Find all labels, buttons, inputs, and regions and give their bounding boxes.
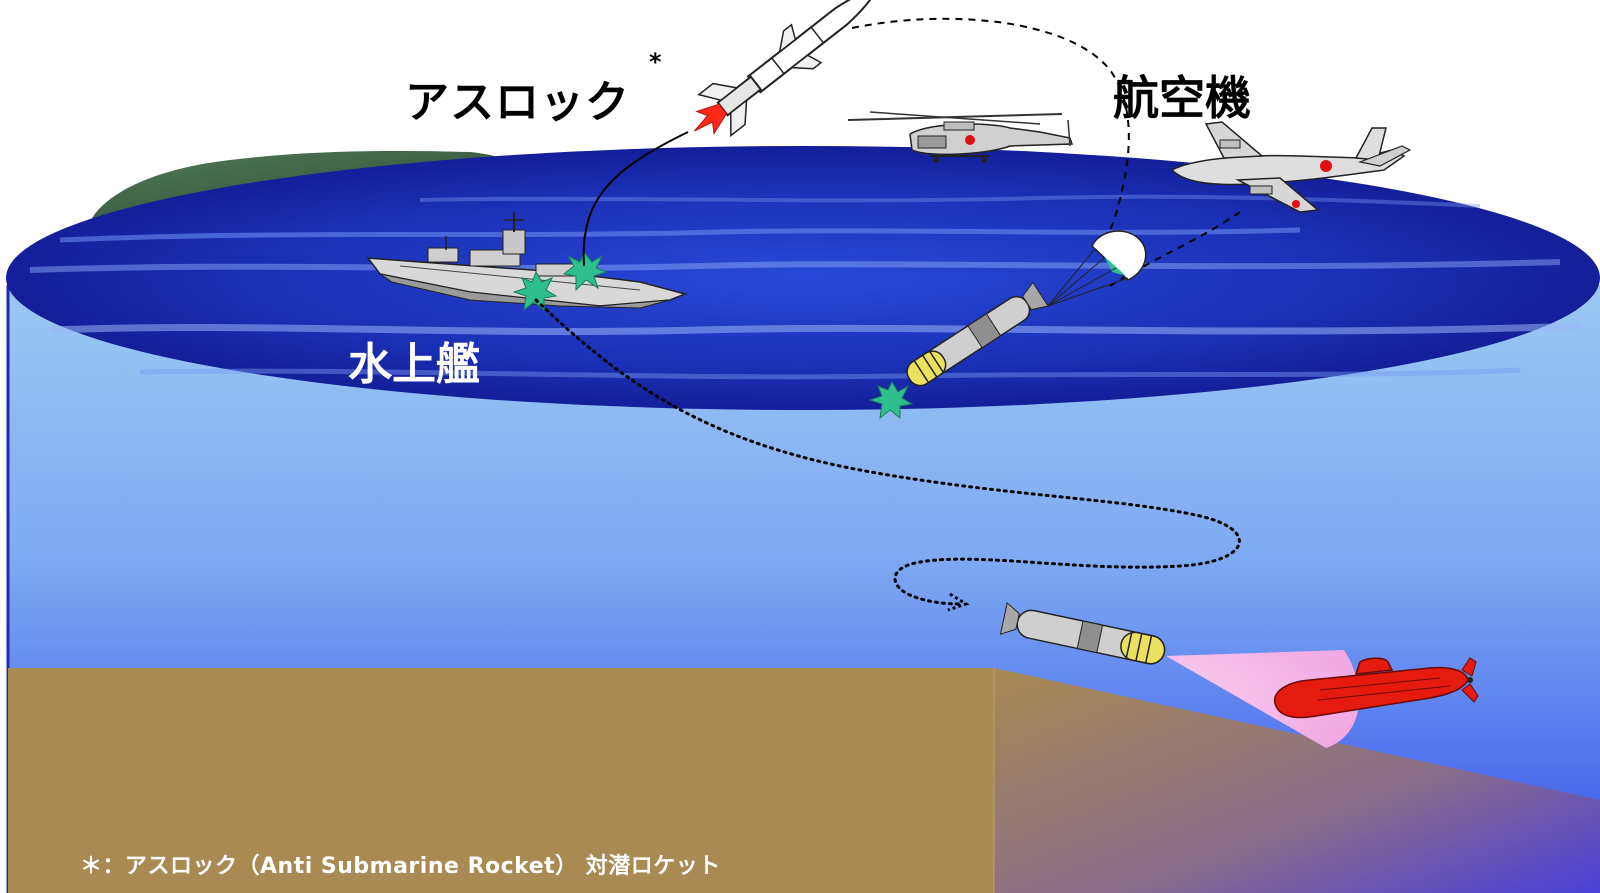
parachute-icon xyxy=(1047,230,1147,307)
submarine-icon xyxy=(1273,657,1479,719)
asroc-footnote-marker: * xyxy=(649,48,662,76)
torpedo-icon xyxy=(906,281,1049,387)
torpedo-path xyxy=(534,298,1241,606)
patrol-aircraft-icon xyxy=(1170,121,1412,213)
seabed xyxy=(8,668,1600,893)
sonar-cone xyxy=(1166,650,1360,748)
asroc-rocket-icon xyxy=(693,0,882,138)
homing-torpedo-icon xyxy=(999,601,1166,665)
asroc-label: アスロック xyxy=(405,77,630,128)
sea-surface xyxy=(6,146,1600,410)
helicopter-icon xyxy=(847,111,1074,163)
surface-ship-label: 水上艦 xyxy=(348,339,480,390)
torpedo-path-arrow xyxy=(947,592,970,612)
launch-burst-icon xyxy=(512,251,914,420)
footnote: ＊：アスロック（Anti Submarine Rocket） 対潜ロケット xyxy=(80,854,721,879)
aircraft-label: 航空機 xyxy=(1113,71,1251,125)
rocket-trajectory xyxy=(582,131,689,267)
